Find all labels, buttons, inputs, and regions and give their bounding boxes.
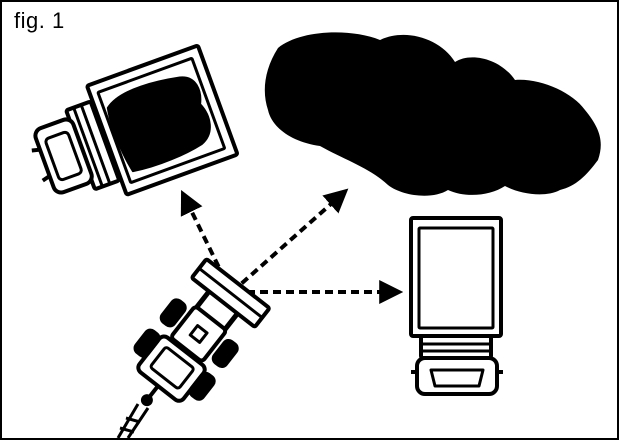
- front-loader-icon: [133, 257, 271, 407]
- empty-dump-truck-icon: [409, 216, 503, 396]
- figure-label: fig. 1: [14, 8, 65, 33]
- loaded-dump-truck-icon: [31, 43, 239, 197]
- arrow-to-pile: [230, 188, 349, 294]
- material-pile-icon: [264, 32, 601, 196]
- loader-rear-detail: [116, 403, 150, 439]
